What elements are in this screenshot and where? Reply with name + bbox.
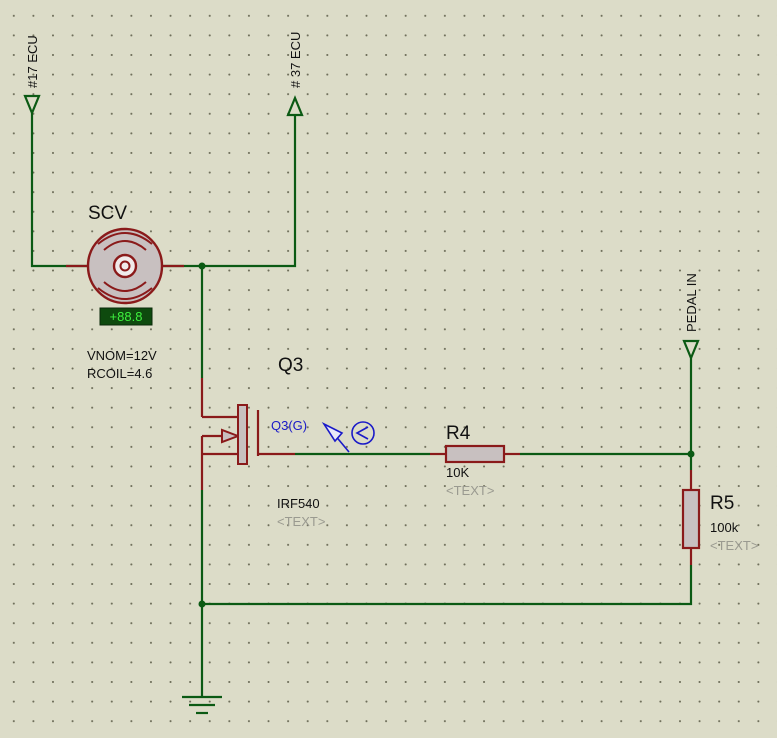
gate-voltage-probe[interactable]: Q3(G) <box>271 418 375 453</box>
terminal-pedal-in[interactable]: PEDAL IN <box>682 273 700 361</box>
scv-coil-icon <box>97 232 153 245</box>
scv-rotor-center <box>119 260 131 272</box>
r4-body <box>444 444 506 464</box>
r4-text-placeholder: <TEXT> <box>446 483 494 498</box>
q3-arrow-icon <box>221 428 241 444</box>
junction-dot <box>687 450 695 458</box>
wire-r5-ground[interactable] <box>202 565 693 606</box>
q3-channel <box>237 404 248 465</box>
r5-value: 100k <box>710 520 739 535</box>
scv-rotor <box>112 253 138 279</box>
q3-mosfet[interactable]: Q3 IRF540 <TEXT> <box>200 355 325 529</box>
scv-readout-box <box>99 307 153 326</box>
r5-body <box>681 488 701 550</box>
probe-circle-icon <box>351 421 375 445</box>
r4-resistor[interactable]: R4 10K <TEXT> <box>430 423 520 498</box>
probe-label: Q3(G) <box>271 418 307 433</box>
ground-symbol[interactable] <box>182 695 222 715</box>
terminal-arrow-icon <box>682 339 700 361</box>
r5-name: R5 <box>710 493 734 514</box>
terminal-ecu37-label: # 37 ECU <box>288 32 303 88</box>
q3-name: Q3 <box>278 355 303 376</box>
r4-name: R4 <box>446 423 471 444</box>
scv-readout: +88.8 <box>110 309 143 324</box>
junction-dot <box>198 262 206 270</box>
scv-coil-icon <box>103 240 147 251</box>
scv-rcoil: RCOIL=4.6 <box>87 366 152 381</box>
terminal-arrow-icon <box>286 95 304 117</box>
r4-value: 10K <box>446 465 469 480</box>
probe-arrow-icon <box>321 421 344 443</box>
scv-component[interactable]: SCV +88.8 VNOM=12V RCOIL=4.6 <box>66 203 184 381</box>
scv-coil-icon <box>97 287 153 300</box>
terminal-ecu17-label: #17 ECU <box>25 35 40 88</box>
r5-resistor[interactable]: R5 100k <TEXT> <box>681 470 758 565</box>
terminal-ecu37[interactable]: # 37 ECU <box>286 32 304 117</box>
wire-ecu17-scv[interactable] <box>30 113 88 268</box>
scv-vnom: VNOM=12V <box>87 348 157 363</box>
q3-text-placeholder: <TEXT> <box>277 514 325 529</box>
scv-name: SCV <box>88 203 127 224</box>
wires <box>30 113 693 696</box>
junction-dot <box>198 600 206 608</box>
wire-scv-ecu37[interactable] <box>162 115 297 268</box>
probe-chevron-icon <box>355 426 369 440</box>
terminal-pedal-in-label: PEDAL IN <box>684 273 699 332</box>
terminal-arrow-icon <box>23 94 41 116</box>
terminal-ecu17[interactable]: #17 ECU <box>23 35 41 116</box>
r5-text-placeholder: <TEXT> <box>710 538 758 553</box>
scv-coil-icon <box>103 281 147 292</box>
q3-part: IRF540 <box>277 496 320 511</box>
